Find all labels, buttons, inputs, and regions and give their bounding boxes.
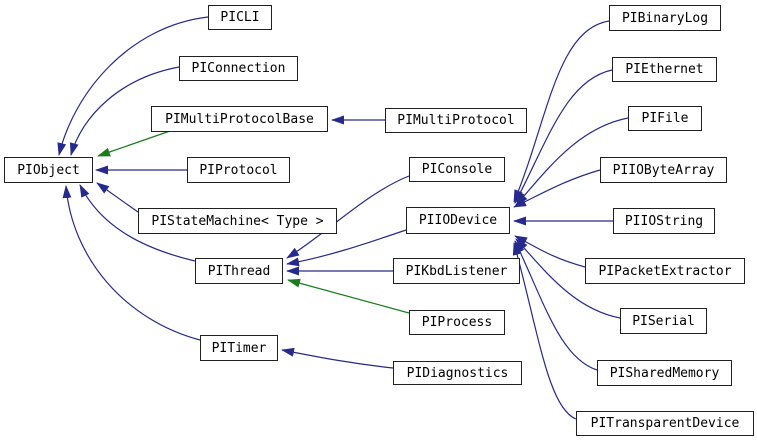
edge-PIEthernet-to-PIIODevice bbox=[514, 69, 613, 204]
edge-PITransparentDevice-to-PIIODevice bbox=[512, 242, 577, 420]
edge-PIDiagnostics-to-PITimer bbox=[281, 347, 394, 369]
class-node-PICLI[interactable]: PICLI bbox=[208, 5, 272, 30]
class-node-PIProcess[interactable]: PIProcess bbox=[409, 310, 505, 335]
edge-PIStateMachine-to-PIObject bbox=[96, 182, 139, 213]
class-node-PITimer[interactable]: PITimer bbox=[200, 335, 278, 361]
edge-PICLI-to-PIObject bbox=[57, 16, 209, 156]
edge-PIMultiProtocolBase-to-PIObject bbox=[97, 130, 171, 157]
class-node-PIFile[interactable]: PIFile bbox=[628, 106, 702, 131]
edge-PIProcess-to-PIThread bbox=[287, 278, 410, 314]
class-node-PIDiagnostics[interactable]: PIDiagnostics bbox=[393, 361, 522, 385]
class-node-PIPacketExtractor[interactable]: PIPacketExtractor bbox=[585, 258, 745, 284]
class-node-PIThread[interactable]: PIThread bbox=[195, 258, 283, 284]
class-node-PIIODevice[interactable]: PIIODevice bbox=[406, 207, 510, 234]
edge-PIPacketExtractor-to-PIIODevice bbox=[514, 235, 586, 268]
class-node-PIMultiProtocolBase[interactable]: PIMultiProtocolBase bbox=[151, 106, 328, 132]
class-node-PISerial[interactable]: PISerial bbox=[620, 308, 707, 334]
edge-PIBinaryLog-to-PIIODevice bbox=[513, 20, 610, 203]
class-node-PIKbdListener[interactable]: PIKbdListener bbox=[393, 258, 520, 284]
class-node-PIConnection[interactable]: PIConnection bbox=[179, 56, 298, 81]
class-node-PIBinaryLog[interactable]: PIBinaryLog bbox=[609, 5, 721, 31]
class-node-PISharedMemory[interactable]: PISharedMemory bbox=[597, 360, 732, 386]
class-node-PIIOString[interactable]: PIIOString bbox=[613, 208, 715, 234]
class-node-PIEthernet[interactable]: PIEthernet bbox=[612, 57, 717, 82]
edge-PIIODevice-to-PIThread bbox=[286, 229, 407, 267]
class-node-PIProtocol[interactable]: PIProtocol bbox=[187, 157, 290, 183]
class-node-PITransparentDevice[interactable]: PITransparentDevice bbox=[576, 411, 754, 436]
class-node-PIStateMachine[interactable]: PIStateMachine< Type > bbox=[138, 208, 337, 234]
edge-PIIOByteArray-to-PIIODevice bbox=[513, 169, 601, 208]
class-node-PIIOByteArray[interactable]: PIIOByteArray bbox=[600, 157, 727, 183]
class-node-PIObject[interactable]: PIObject bbox=[4, 157, 93, 183]
class-node-PIMultiProtocol[interactable]: PIMultiProtocol bbox=[385, 108, 527, 133]
class-node-PIConsole[interactable]: PIConsole bbox=[409, 157, 505, 182]
